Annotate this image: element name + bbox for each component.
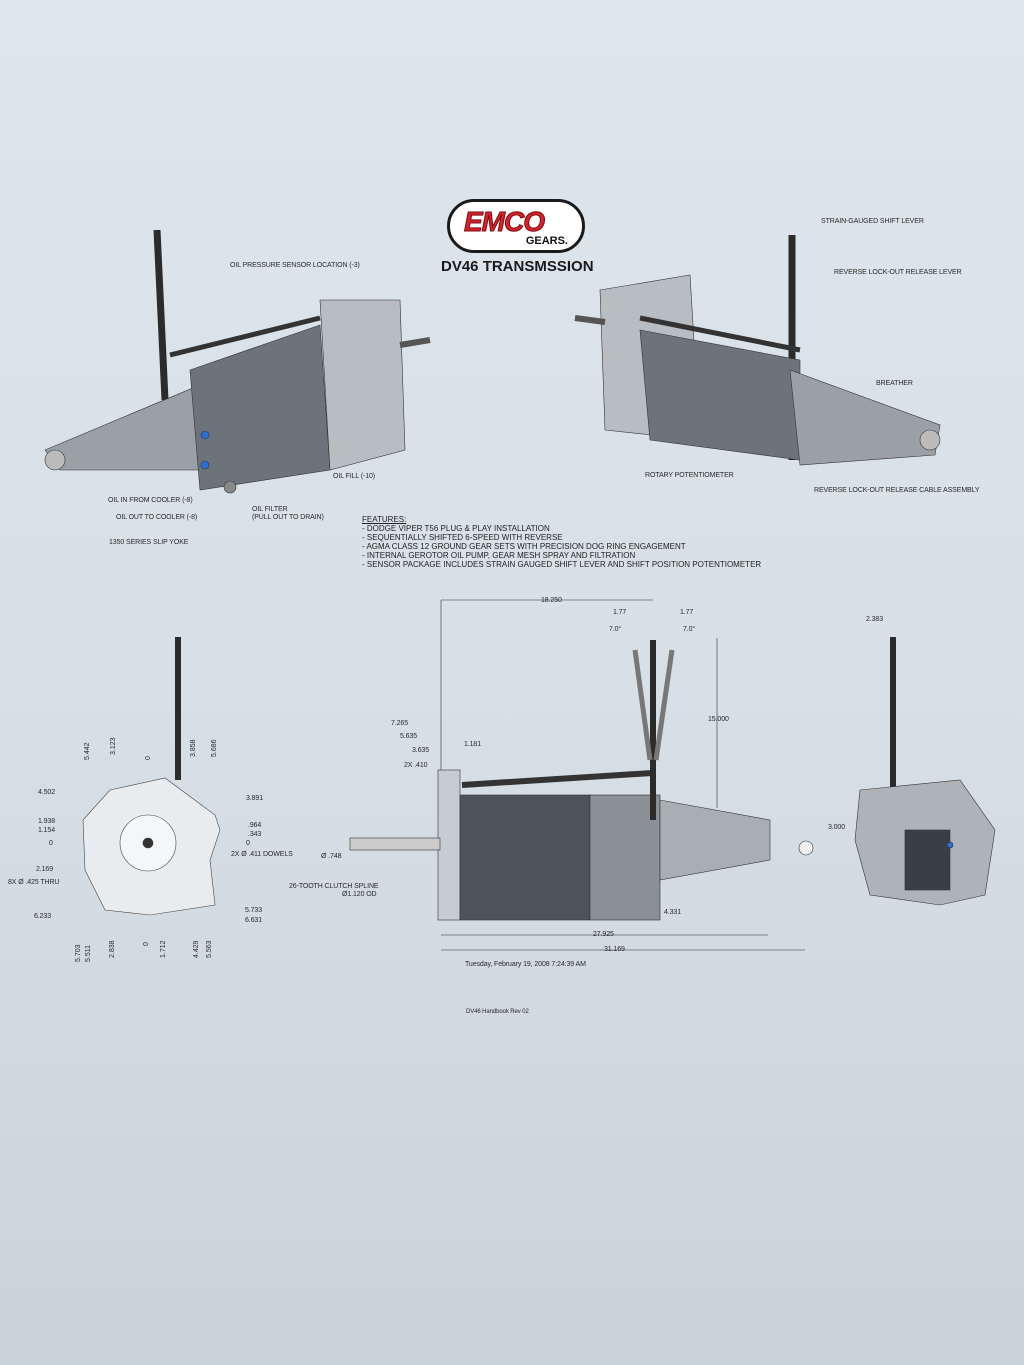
dim: 3.635	[412, 747, 430, 754]
dim: 5.563	[206, 940, 213, 958]
dim: 3.858	[190, 739, 197, 757]
callout-oil-out: OIL OUT TO COOLER (-8)	[116, 514, 198, 521]
dim: 15.000	[708, 716, 729, 723]
dim: 2.169	[36, 866, 54, 873]
front-view-bellhousing	[82, 637, 221, 916]
feature-item: - SENSOR PACKAGE INCLUDES STRAIN GAUGED …	[362, 560, 762, 569]
callout-oil-pressure: OIL PRESSURE SENSOR LOCATION (-3)	[230, 262, 360, 269]
dim: 0	[49, 840, 53, 847]
dim: 5.442	[84, 742, 91, 760]
dim: 26-TOOTH CLUTCH SPLINE	[289, 883, 379, 890]
dim: 0	[145, 756, 152, 760]
dim: 3.123	[110, 737, 117, 755]
callout-breather: BREATHER	[876, 380, 913, 387]
footer-rev: DV46 Handbook Rev 02	[466, 1009, 529, 1015]
feature-item: - AGMA CLASS 12 GROUND GEAR SETS WITH PR…	[362, 542, 686, 551]
dim: 5.703	[75, 944, 82, 962]
dim: Ø .748	[321, 853, 342, 860]
dim: 6.631	[245, 917, 263, 924]
dim: 7.265	[391, 720, 409, 727]
dim: 4.331	[664, 909, 682, 916]
callout-lockout-lever: REVERSE LOCK-OUT RELEASE LEVER	[834, 269, 962, 276]
dim: 2X .410	[404, 762, 428, 769]
feature-item: - SEQUENTIALLY SHIFTED 6-SPEED WITH REVE…	[362, 533, 563, 542]
emco-gears-logo: EMCO GEARS.	[447, 199, 585, 253]
feature-item: - INTERNAL GEROTOR OIL PUMP, GEAR MESH S…	[362, 551, 636, 560]
iso-right-transmission	[574, 235, 941, 466]
dim: 1.77	[613, 609, 627, 616]
dim: 5.733	[245, 907, 263, 914]
dim: 0	[143, 942, 150, 946]
dim: 18.250	[541, 597, 562, 604]
rear-view-transmission	[854, 637, 996, 906]
dim: 27.925	[593, 931, 614, 938]
timestamp: Tuesday, February 19, 2008 7:24:39 AM	[465, 961, 586, 968]
callout-potentiometer: ROTARY POTENTIOMETER	[645, 472, 734, 479]
dim: 1.712	[160, 940, 167, 958]
dim: 1.77	[680, 609, 694, 616]
feature-item: - DODGE VIPER T56 PLUG & PLAY INSTALLATI…	[362, 524, 550, 533]
dim: 6.233	[34, 913, 52, 920]
callout-lockout-cable: REVERSE LOCK-OUT RELEASE CABLE ASSEMBLY	[814, 487, 980, 494]
dim: 31.169	[604, 946, 625, 953]
callout-oil-filter: OIL FILTER	[252, 506, 288, 513]
dim: 1.181	[464, 741, 482, 748]
logo-brand: EMCO	[464, 206, 546, 238]
features-list: FEATURES: - DODGE VIPER T56 PLUG & PLAY …	[362, 515, 761, 569]
iso-left-transmission	[44, 229, 431, 494]
dim: 3.000	[828, 824, 846, 831]
dim: 5.635	[400, 733, 418, 740]
dim: 3.891	[246, 795, 264, 802]
dim: 7.0°	[609, 626, 622, 633]
callout-shift-lever: STRAIN-GAUGED SHIFT LEVER	[821, 218, 924, 225]
dim: 8X Ø .425 THRU	[8, 879, 60, 886]
dim: 5.511	[85, 945, 92, 962]
dim: .964	[248, 822, 262, 829]
dim: Ø1.120 OD	[342, 891, 377, 898]
callout-oil-in: OIL IN FROM COOLER (-8)	[108, 497, 193, 504]
dim: 2X Ø .411 DOWELS	[231, 851, 293, 858]
dim: 7.0°	[683, 626, 696, 633]
drawing-title: DV46 TRANSMSSION	[441, 258, 594, 275]
side-view-transmission	[349, 599, 814, 951]
dim: 4.429	[193, 940, 200, 958]
callout-slip-yoke: 1350 SERIES SLIP YOKE	[109, 539, 189, 546]
dim: 2.838	[109, 940, 116, 958]
callout-oil-filter-note: (PULL OUT TO DRAIN)	[252, 514, 324, 521]
dim: 1.938	[38, 818, 56, 825]
features-heading: FEATURES:	[362, 515, 407, 524]
callout-oil-fill: OIL FILL (-10)	[333, 473, 376, 480]
dim: 0	[246, 840, 250, 847]
dim: 2.383	[866, 616, 884, 623]
dim: 5.686	[211, 739, 218, 757]
dim: .343	[248, 831, 262, 838]
dim: 1.154	[38, 827, 56, 834]
logo-sub: GEARS.	[525, 235, 568, 247]
dim: 4.502	[38, 789, 56, 796]
